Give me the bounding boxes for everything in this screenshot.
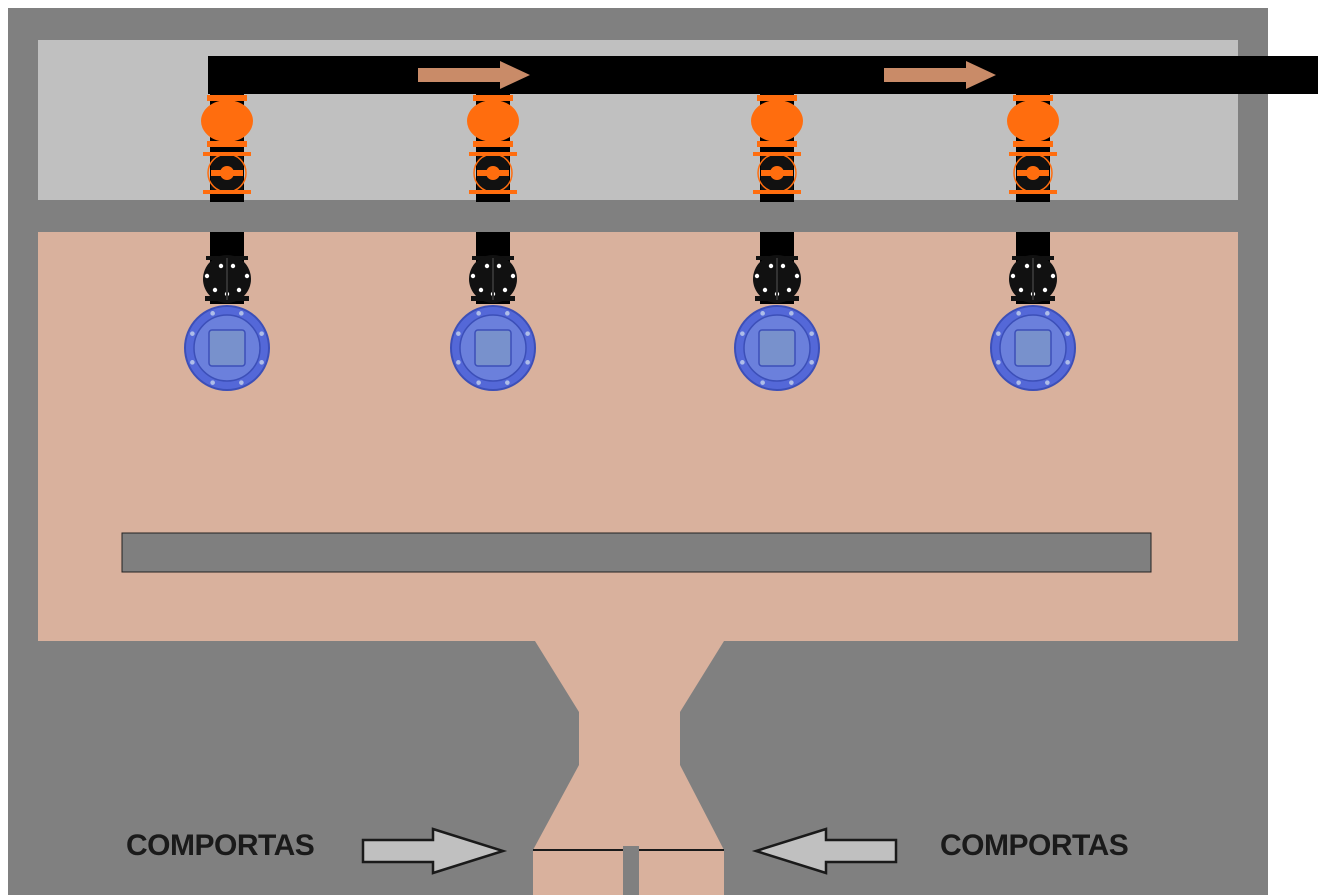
pump-unit (450, 90, 536, 391)
check-valve-icon (751, 100, 803, 142)
check-valve-icon (1007, 100, 1059, 142)
butterfly-valve-icon (203, 255, 251, 303)
valve-flange (1013, 141, 1053, 147)
gate-pier (623, 846, 639, 895)
pump-unit (990, 90, 1076, 391)
gate-valve-icon (1009, 152, 1057, 194)
valve-flange (1013, 95, 1053, 101)
check-valve-icon (467, 100, 519, 142)
inlet-channel (533, 641, 724, 895)
valve-flange (757, 95, 797, 101)
gate-valve-icon (203, 152, 251, 194)
pump-flange-icon (184, 305, 270, 391)
flow-arrow-icon (884, 61, 996, 89)
flow-arrow-icon (418, 61, 530, 89)
pump-unit (734, 90, 820, 391)
gates-label-left: COMPORTAS (126, 829, 315, 862)
pump-units (184, 90, 1076, 391)
gate-valve-icon (469, 152, 517, 194)
gates-label-right: COMPORTAS (940, 829, 1129, 862)
butterfly-valve-icon (753, 255, 801, 303)
check-valve-icon (201, 100, 253, 142)
pump-flange-icon (450, 305, 536, 391)
butterfly-valve-icon (469, 255, 517, 303)
baffle-beam (121, 532, 1152, 573)
discharge-header (208, 56, 1318, 94)
valve-flange (473, 141, 513, 147)
gate-arrow-icon (751, 827, 898, 875)
pump-unit (184, 90, 270, 391)
gate-valve-icon (753, 152, 801, 194)
valve-flange (473, 95, 513, 101)
valve-flange (207, 141, 247, 147)
pump-flange-icon (734, 305, 820, 391)
valve-flange (207, 95, 247, 101)
valve-flange (757, 141, 797, 147)
butterfly-valve-icon (1009, 255, 1057, 303)
gate-arrow-icon (361, 827, 508, 875)
pump-flange-icon (990, 305, 1076, 391)
